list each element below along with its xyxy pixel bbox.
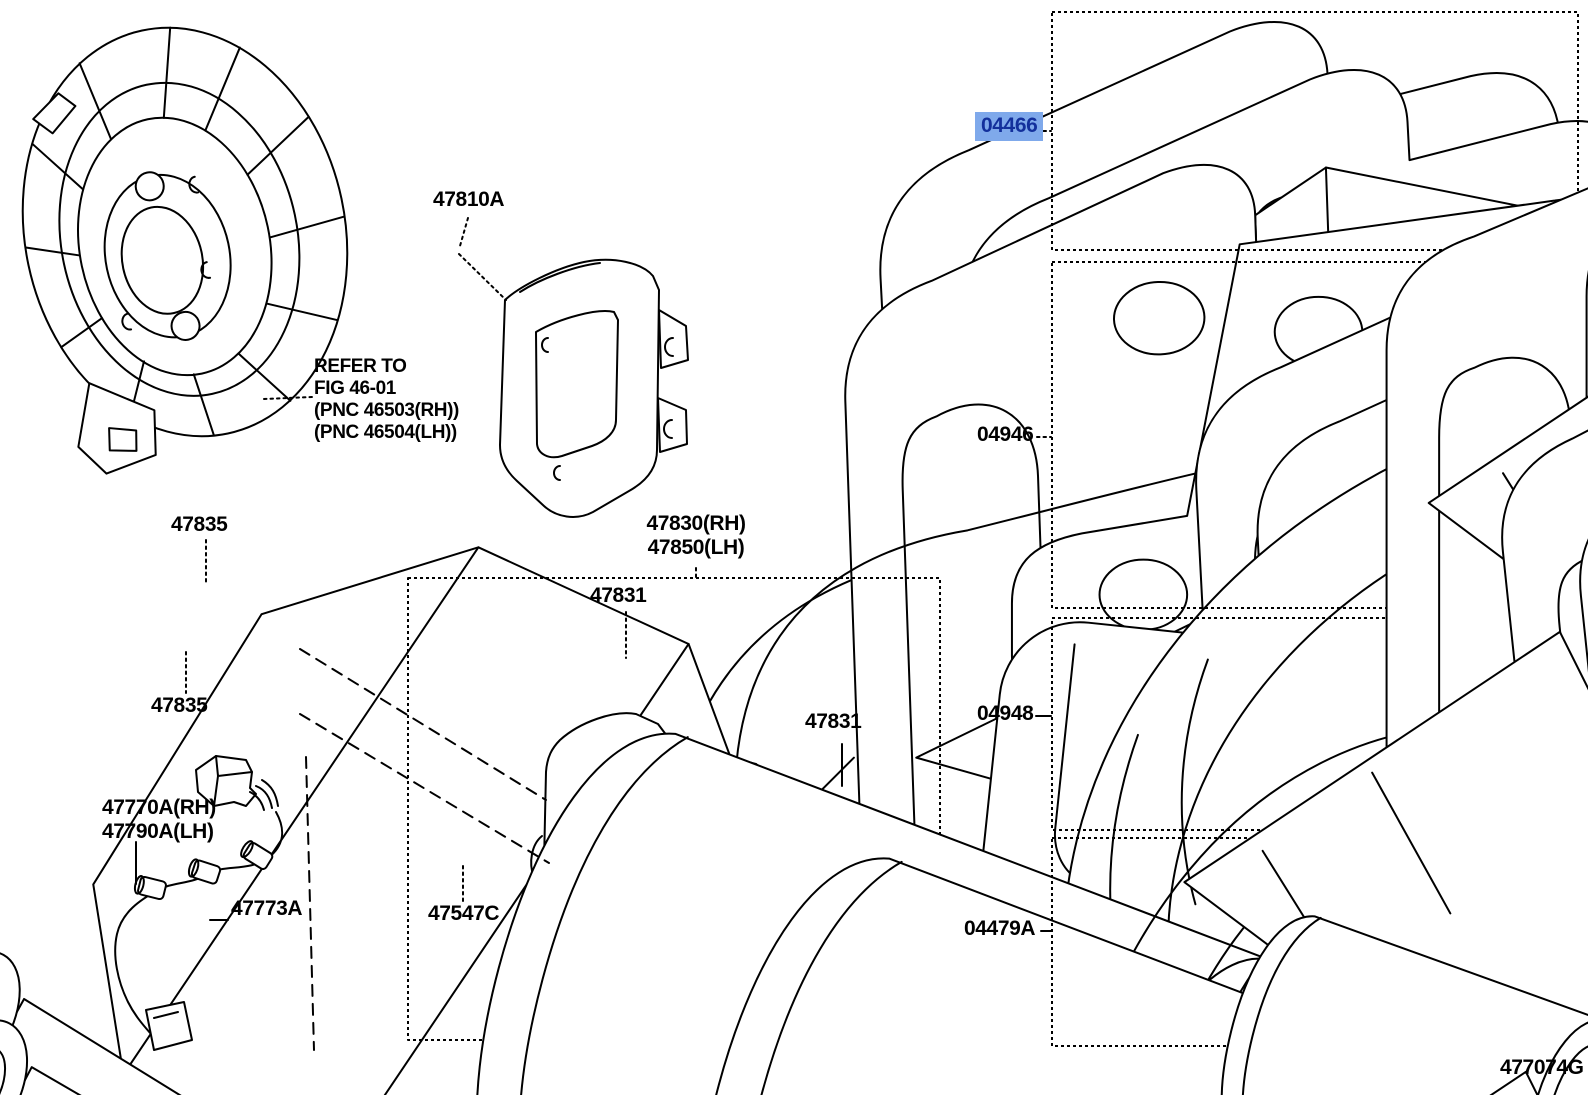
speed-sensor-wire-drawing bbox=[115, 756, 282, 1050]
part-label-sensor-rh[interactable]: 47770A(RH) bbox=[102, 796, 216, 819]
part-label-clamp[interactable]: 47773A bbox=[231, 897, 303, 920]
part-label-piston-front[interactable]: 47831 bbox=[590, 584, 647, 607]
part-label-bolt[interactable]: 47810A bbox=[433, 188, 505, 211]
refer-note-line4: (PNC 46504(LH)) bbox=[314, 422, 457, 443]
part-label-shim-kit[interactable]: 04946 bbox=[977, 423, 1034, 446]
part-label-bleeder-plug[interactable]: 47547C bbox=[428, 902, 500, 925]
figure-code: 477074G bbox=[1500, 1056, 1584, 1079]
part-label-caliper-rh[interactable]: 47830(RH) bbox=[646, 512, 746, 535]
part-label-piston-rear[interactable]: 47831 bbox=[805, 710, 862, 733]
bolt-axis-line bbox=[459, 254, 506, 300]
part-label-fitting-kit[interactable]: 04948 bbox=[977, 702, 1034, 725]
refer-note-line1: REFER TO bbox=[314, 356, 407, 377]
refer-note: REFER TO FIG 46-01 (PNC 46503(RH)) (PNC … bbox=[314, 356, 459, 444]
part-label-slide-pin-upper[interactable]: 47835 bbox=[171, 513, 228, 536]
part-label-caliper-lh[interactable]: 47850(LH) bbox=[647, 535, 745, 559]
pad-kit-box bbox=[1052, 12, 1578, 250]
part-label-sensor-lh[interactable]: 47790A(LH) bbox=[102, 819, 214, 843]
part-label-pad-kit-highlighted[interactable]: 04466 bbox=[975, 112, 1044, 141]
refer-note-line3: (PNC 46503(RH)) bbox=[314, 400, 459, 421]
caliper-upper-drawing bbox=[500, 260, 688, 517]
refer-note-line2: FIG 46-01 bbox=[314, 378, 396, 399]
assembly-axis-line bbox=[300, 649, 549, 1050]
part-label-slide-pin-lower[interactable]: 47835 bbox=[151, 694, 208, 717]
part-label-caliper-assembly[interactable]: 47830(RH) 47850(LH) bbox=[636, 512, 756, 559]
part-label-cylinder-kit[interactable]: 04479A bbox=[964, 917, 1036, 940]
backing-plate-drawing bbox=[0, 0, 387, 480]
part-label-speed-sensor[interactable]: 47770A(RH) 47790A(LH) bbox=[102, 796, 216, 843]
leader-lines bbox=[136, 131, 1051, 931]
